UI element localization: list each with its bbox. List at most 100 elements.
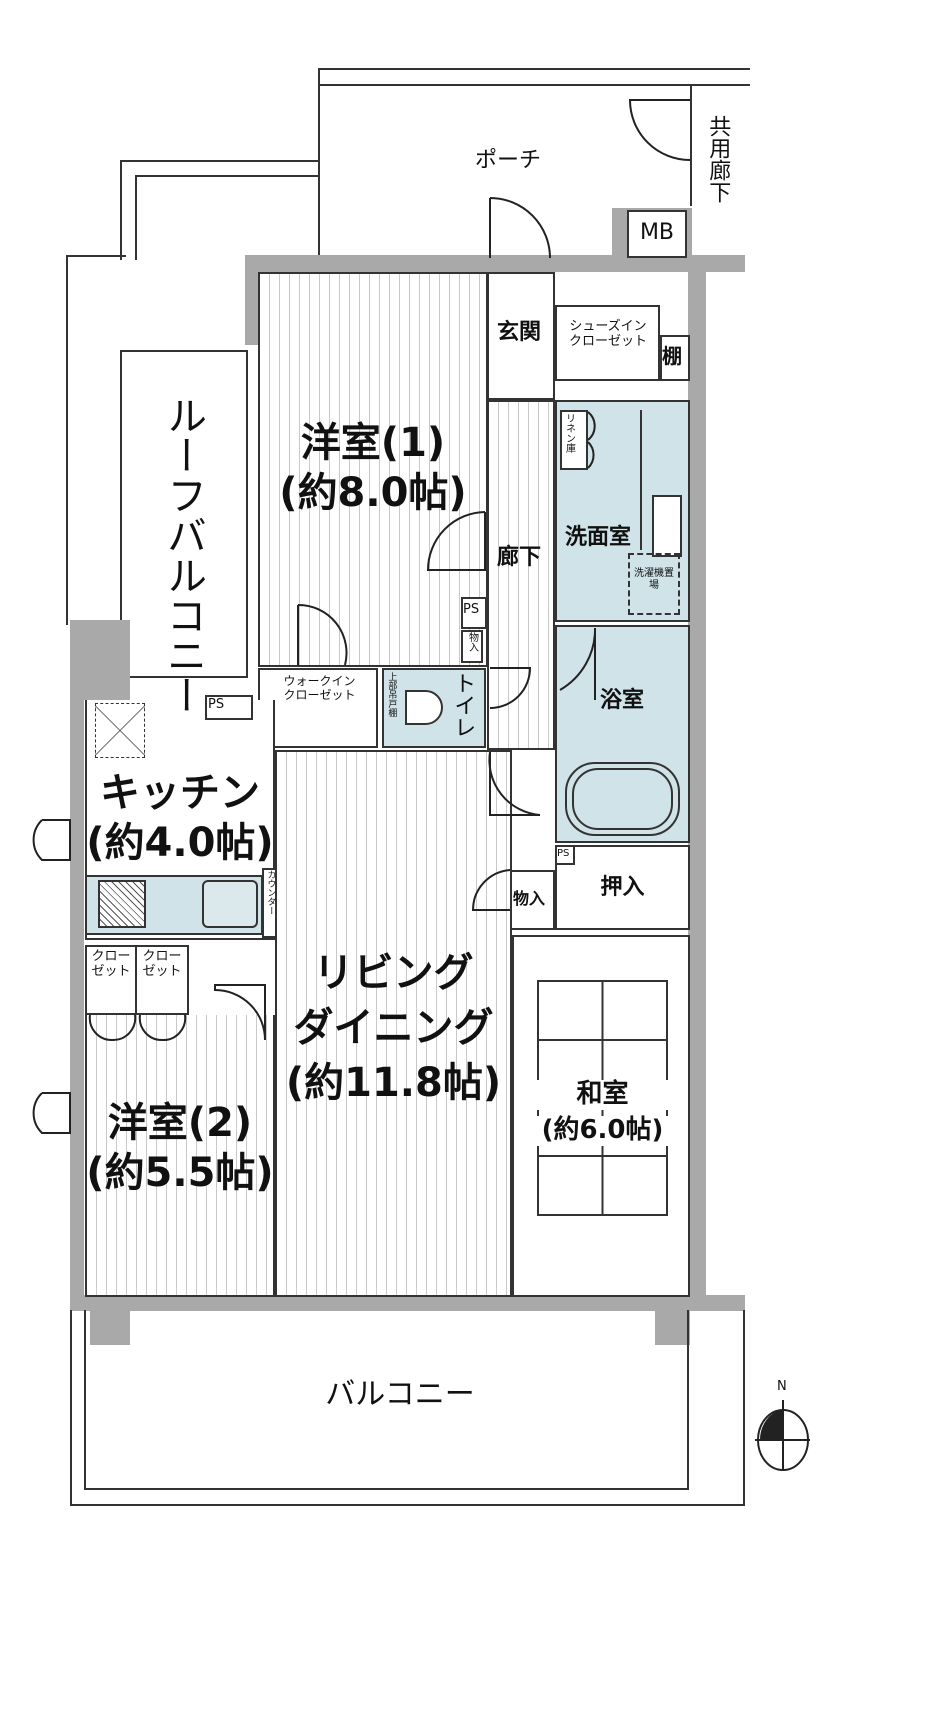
toilet-label: トイレ (450, 672, 476, 738)
bathtub-icon (565, 762, 680, 836)
common-corridor-label: 共用廊下 (705, 115, 731, 203)
shoe-closet-label: シューズインクローゼット (557, 319, 659, 350)
closet-divider (135, 945, 137, 1015)
living-door (488, 751, 541, 816)
roof-balcony-outline-inner (135, 175, 320, 260)
entrance (487, 272, 555, 400)
washroom-label: 洗面室 (565, 525, 632, 550)
oshiire (555, 845, 690, 930)
storage-small-label: 物入 (466, 632, 478, 652)
meter-box (627, 210, 687, 258)
vanity-line (640, 410, 642, 550)
toilet-shelf-label: 上部吊戸棚 (386, 672, 397, 717)
balcony (70, 1310, 745, 1506)
toilet-icon (405, 690, 443, 725)
western-room-2 (85, 1015, 275, 1297)
balcony-label: バルコニー (325, 1377, 475, 1412)
kitchen-size: (約4.0帖) (86, 820, 274, 866)
japanese-room-name: 和室 (537, 1079, 668, 1110)
roof-balcony-label: ルーフバルコニー (160, 395, 206, 715)
closet-label-1: クロー (142, 949, 182, 964)
counter-label: カウンター (265, 870, 276, 915)
sink-icon (652, 495, 682, 557)
storage-door (471, 869, 511, 911)
closet-label-left: クローゼット (87, 949, 135, 980)
bath-door (559, 627, 597, 700)
kitchen-window-door (32, 819, 71, 861)
western-room-2-size: (約5.5帖) (86, 1150, 274, 1196)
ps-small-label: PS (557, 848, 570, 859)
kitchen-name: キッチン (100, 770, 260, 816)
linen-closet (560, 410, 588, 470)
pillar (70, 620, 130, 700)
oshiire-label: 押入 (600, 875, 645, 900)
room2-window-door (32, 1092, 71, 1134)
closets (85, 945, 189, 1015)
corridor-line (690, 86, 692, 206)
storage-small (461, 630, 483, 663)
kitchen-ps-label: PS (208, 697, 225, 712)
wall-right (688, 255, 706, 1305)
western-room-1-size: (約8.0帖) (279, 470, 467, 516)
linen-doors (587, 411, 596, 469)
porch-railing (320, 68, 750, 86)
shoe-closet (555, 305, 660, 381)
western-room-2-name: 洋室(2) (107, 1100, 253, 1146)
wall-bottom (70, 1295, 745, 1311)
living-label-2: ダイニング (293, 1005, 494, 1051)
shelf-label: 棚 (662, 344, 682, 368)
ceiling-vent-icon (95, 703, 145, 758)
storage (510, 870, 555, 930)
entrance-door (489, 197, 551, 259)
mb-label: MB (639, 220, 675, 245)
walk-in-closet-label-2: クローゼット (283, 687, 356, 702)
corridor-door (628, 99, 691, 161)
compass-icon (755, 1400, 810, 1471)
walk-in-closet-label: ウォークインクローゼット (262, 674, 377, 703)
washer-label: 洗濯機置場 (634, 568, 674, 591)
closet-label-2: ゼット (142, 963, 182, 979)
stove-icon (98, 880, 146, 928)
roof-balcony (120, 350, 248, 678)
bath-label: 浴室 (600, 688, 645, 713)
ps-small (555, 845, 575, 865)
closet-label-right: クローゼット (137, 949, 187, 980)
western-room-1 (258, 272, 488, 667)
living-dining (275, 750, 512, 1297)
pillar (655, 1295, 690, 1345)
closet-label-2: ゼット (91, 963, 131, 979)
roof-balcony-outline-left (66, 255, 126, 625)
room1-door (426, 511, 486, 571)
shoe-closet-label-2: クローゼット (568, 333, 647, 349)
pillar (90, 1295, 130, 1345)
roof-balcony-outline-top (120, 160, 320, 260)
toilet-door (489, 667, 532, 709)
compass-north-label: N (777, 1379, 787, 1394)
storage-label: 物入 (513, 889, 546, 908)
corridor (487, 400, 555, 750)
sink-icon (202, 880, 258, 928)
room2-door (214, 984, 266, 1041)
entrance-label: 玄関 (497, 320, 542, 345)
ps-label: PS (463, 602, 480, 617)
japanese-room-size: (約6.0帖) (537, 1115, 668, 1146)
corridor-label: 廊下 (497, 545, 542, 570)
living-label-1: リビング (313, 950, 474, 996)
linen-label: リネン庫 (563, 413, 575, 453)
porch-label: ポーチ (475, 148, 542, 173)
washer-space (628, 553, 680, 615)
closet-label-1: クロー (91, 949, 131, 964)
ps (461, 597, 487, 629)
bathtub-inner (572, 768, 673, 830)
walk-in-closet-label-1: ウォークイン (283, 674, 356, 688)
shelf (660, 335, 690, 381)
closet-doors (88, 1014, 187, 1042)
shoe-closet-label-1: シューズイン (569, 319, 647, 334)
balcony-inner (84, 1310, 689, 1490)
wall-left (70, 695, 84, 1305)
living-size: (約11.8帖) (285, 1060, 502, 1106)
wall (245, 255, 259, 345)
western-room-1-name: 洋室(1) (300, 420, 446, 466)
